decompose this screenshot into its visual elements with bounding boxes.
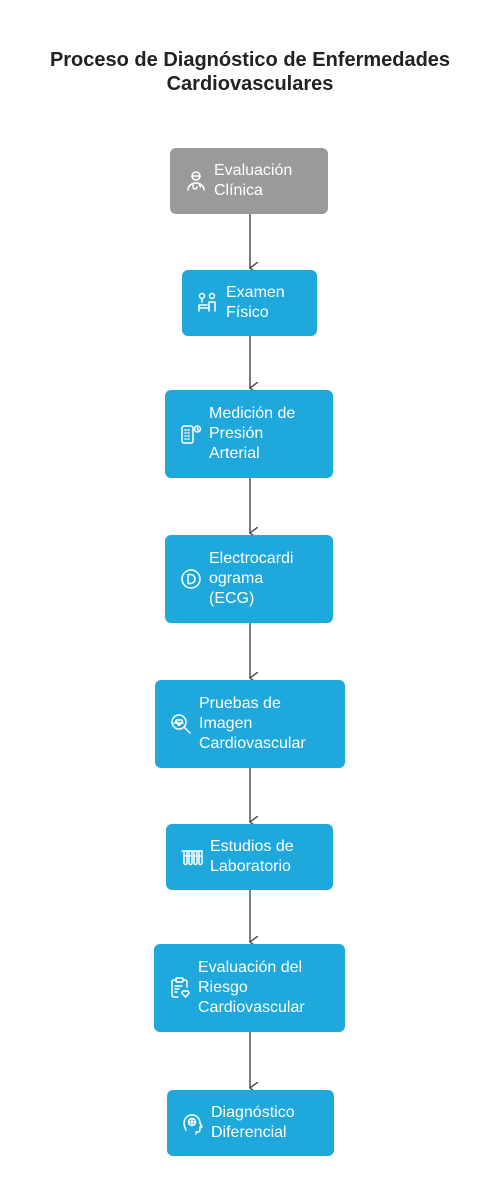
step-label-line: ograma bbox=[209, 570, 264, 587]
blood-pressure-icon bbox=[179, 422, 203, 446]
step-label-line: Cardiovascular bbox=[199, 735, 306, 752]
clipboard-heart-icon bbox=[168, 976, 192, 1000]
step-label-line: Cardiovascular bbox=[198, 999, 305, 1016]
step-label-line: Medición de bbox=[209, 405, 296, 422]
step-label-line: Electrocardi bbox=[209, 550, 294, 567]
step-label-line: Diagnóstico bbox=[211, 1104, 295, 1121]
step-label-line: Examen bbox=[226, 284, 285, 301]
step-label-line: Presión bbox=[209, 425, 264, 442]
test-tubes-icon bbox=[180, 845, 204, 869]
step-label-line: Estudios de bbox=[210, 838, 294, 855]
ecg-icon bbox=[179, 567, 203, 591]
doctor-icon bbox=[184, 169, 208, 193]
title-line-1: Proceso de Diagnóstico de Enfermedades bbox=[49, 49, 451, 71]
step-label-line: Arterial bbox=[209, 445, 260, 462]
step-label: Estudios de Laboratorio bbox=[210, 837, 294, 877]
step-label-line: (ECG) bbox=[209, 590, 255, 607]
step-label-line: Laboratorio bbox=[210, 858, 291, 875]
diagram-title: Proceso de Diagnóstico de Enfermedades C… bbox=[0, 48, 500, 96]
step-label-line: Físico bbox=[226, 304, 269, 321]
brain-head-icon bbox=[181, 1111, 205, 1135]
step-label-line: Evaluación del bbox=[198, 959, 303, 976]
step-label: Electrocardi ograma (ECG) bbox=[209, 549, 293, 609]
step-label-line: Riesgo bbox=[198, 979, 248, 996]
step-4: Electrocardi ograma (ECG) bbox=[165, 535, 333, 623]
step-label-line: Pruebas de bbox=[199, 695, 281, 712]
step-6: Estudios de Laboratorio bbox=[166, 824, 333, 890]
title-line-2: Cardiovasculares bbox=[166, 73, 334, 95]
step-label-line: Diferencial bbox=[211, 1124, 287, 1141]
heart-magnifier-icon bbox=[169, 712, 193, 736]
physical-exam-icon bbox=[196, 291, 220, 315]
step-label-line: Imagen bbox=[199, 715, 253, 732]
step-label-line: Clínica bbox=[214, 182, 263, 199]
step-label-line: Evaluación bbox=[214, 162, 293, 179]
